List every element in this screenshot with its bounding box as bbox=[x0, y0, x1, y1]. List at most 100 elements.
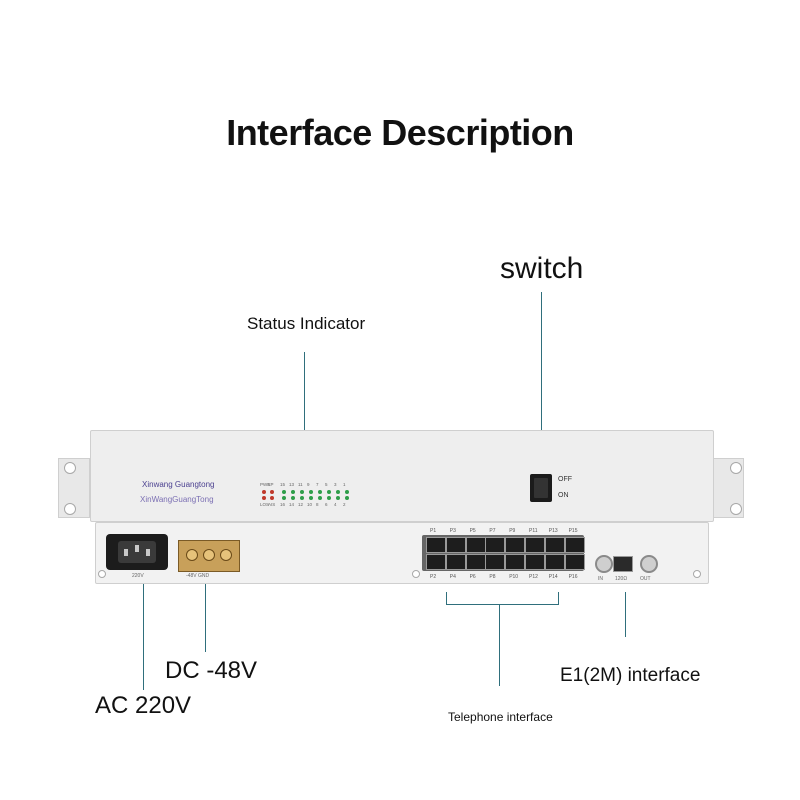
ac-voltage-label: 220V bbox=[132, 573, 144, 579]
rear-screw-mid bbox=[412, 570, 420, 578]
telephone-port[interactable] bbox=[564, 554, 585, 570]
e1-120ohm-rj45-port[interactable] bbox=[613, 556, 633, 572]
led-label-top: 7 bbox=[316, 482, 319, 487]
e1-out-bnc-connector[interactable] bbox=[640, 555, 658, 573]
port-label-bottom: P6 bbox=[469, 574, 476, 580]
status-led bbox=[291, 496, 295, 500]
dc-leader-line bbox=[205, 582, 206, 652]
status-led bbox=[318, 496, 322, 500]
e1-out-label: OUT bbox=[640, 576, 651, 582]
telephone-port[interactable] bbox=[445, 554, 466, 570]
status-led bbox=[262, 496, 266, 500]
led-label-bottom: 4 bbox=[334, 502, 337, 507]
status-led bbox=[309, 490, 313, 494]
port-label-bottom: P8 bbox=[489, 574, 496, 580]
rear-screw-left bbox=[98, 570, 106, 578]
telephone-port[interactable] bbox=[465, 537, 486, 553]
telephone-bracket-right bbox=[558, 592, 559, 604]
ac-leader-line bbox=[143, 582, 144, 690]
switch-leader-line bbox=[541, 292, 542, 472]
led-label-top: LP bbox=[268, 482, 274, 487]
dc-voltage-label: -48V GND bbox=[186, 573, 210, 579]
led-label-bottom: 16 bbox=[280, 502, 286, 507]
status-led bbox=[291, 490, 295, 494]
telephone-bracket-line bbox=[446, 604, 559, 605]
dc-power-callout: DC -48V bbox=[165, 657, 258, 684]
status-led bbox=[336, 490, 340, 494]
port-label-top: P15 bbox=[568, 528, 578, 534]
telephone-port[interactable] bbox=[485, 554, 506, 570]
left-ear-hole-bottom bbox=[64, 503, 76, 515]
port-label-top: P13 bbox=[548, 528, 558, 534]
telephone-port[interactable] bbox=[426, 554, 446, 570]
status-led bbox=[327, 496, 331, 500]
status-led bbox=[309, 496, 313, 500]
right-ear-hole-bottom bbox=[730, 503, 742, 515]
status-led bbox=[262, 490, 266, 494]
led-label-bottom: LOS bbox=[260, 502, 270, 507]
led-label-top: 15 bbox=[280, 482, 286, 487]
telephone-port[interactable] bbox=[525, 554, 545, 570]
led-label-bottom: 10 bbox=[307, 502, 313, 507]
brand-watermark: XinWangGuangTong bbox=[140, 495, 214, 504]
status-led bbox=[270, 490, 274, 494]
port-label-bottom: P10 bbox=[509, 574, 519, 580]
status-led bbox=[300, 496, 304, 500]
telephone-port[interactable] bbox=[525, 537, 545, 553]
led-label-top: 1 bbox=[343, 482, 346, 487]
telephone-port[interactable] bbox=[544, 537, 565, 553]
status-led bbox=[300, 490, 304, 494]
dc-screw-3 bbox=[220, 549, 232, 561]
ac-pin-left bbox=[124, 549, 128, 556]
dc-screw-2 bbox=[203, 549, 215, 561]
port-label-top: P5 bbox=[469, 528, 476, 534]
led-label-bottom: 14 bbox=[289, 502, 295, 507]
port-label-bottom: P12 bbox=[529, 574, 538, 580]
switch-callout: switch bbox=[500, 252, 584, 285]
led-label-top: 9 bbox=[307, 482, 310, 487]
led-label-bottom: 2 bbox=[343, 502, 346, 507]
led-label-top: 13 bbox=[289, 482, 295, 487]
power-switch-rocker[interactable] bbox=[534, 478, 548, 498]
ac-power-callout: AC 220V bbox=[95, 692, 192, 719]
led-label-top: 11 bbox=[298, 482, 303, 487]
port-label-top: P11 bbox=[529, 528, 538, 534]
led-label-top: PWR bbox=[260, 482, 271, 487]
port-label-bottom: P14 bbox=[548, 574, 558, 580]
telephone-port[interactable] bbox=[465, 554, 486, 570]
telephone-port[interactable] bbox=[544, 554, 565, 570]
telephone-leader-line bbox=[499, 604, 500, 686]
e1-in-bnc-connector[interactable] bbox=[595, 555, 613, 573]
port-label-bottom: P4 bbox=[449, 574, 456, 580]
switch-off-label: OFF bbox=[558, 476, 572, 483]
dc-screw-1 bbox=[186, 549, 198, 561]
rear-screw-right bbox=[693, 570, 701, 578]
telephone-port[interactable] bbox=[505, 554, 526, 570]
led-label-bottom: 12 bbox=[298, 502, 304, 507]
status-led bbox=[282, 490, 286, 494]
left-rack-ear bbox=[58, 458, 90, 518]
port-label-top: P9 bbox=[509, 528, 516, 534]
telephone-port[interactable] bbox=[426, 537, 446, 553]
status-led bbox=[345, 490, 349, 494]
status-led bbox=[336, 496, 340, 500]
led-label-bottom: AIS bbox=[268, 502, 276, 507]
telephone-port[interactable] bbox=[505, 537, 526, 553]
page-title: Interface Description bbox=[226, 112, 574, 153]
ac-pin-right bbox=[146, 549, 150, 556]
telephone-port[interactable] bbox=[564, 537, 585, 553]
status-leader-line bbox=[304, 352, 305, 464]
e1-120ohm-label: 120Ω bbox=[615, 576, 628, 582]
status-indicator-callout: Status Indicator bbox=[247, 314, 366, 333]
telephone-port[interactable] bbox=[485, 537, 506, 553]
status-led bbox=[282, 496, 286, 500]
telephone-port[interactable] bbox=[445, 537, 466, 553]
led-label-bottom: 6 bbox=[325, 502, 328, 507]
port-label-top: P1 bbox=[430, 528, 437, 534]
e1-in-label: IN bbox=[598, 576, 603, 582]
left-ear-hole-top bbox=[64, 462, 76, 474]
port-label-bottom: P2 bbox=[430, 574, 437, 580]
status-led bbox=[270, 496, 274, 500]
led-label-top: 3 bbox=[334, 482, 337, 487]
port-label-top: P7 bbox=[489, 528, 496, 534]
